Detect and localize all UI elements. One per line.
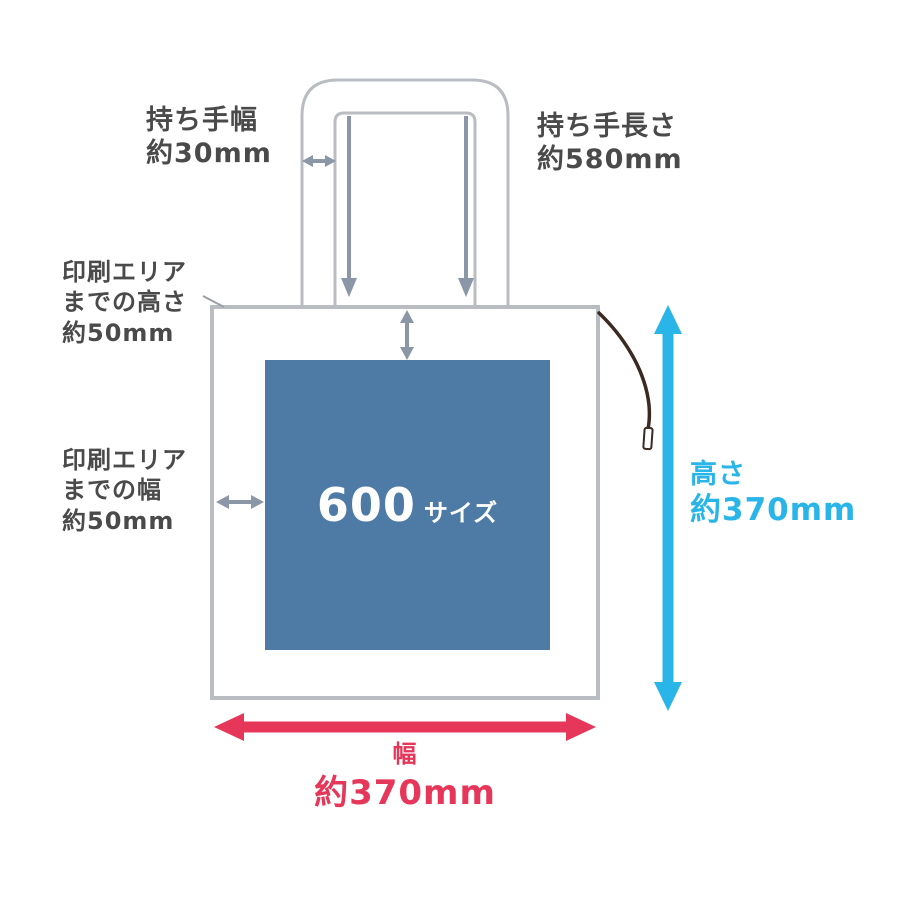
bag-height-arrow-icon — [654, 305, 682, 711]
hang-string-icon — [597, 311, 654, 451]
bag-width-label-line2: 約370mm — [314, 772, 496, 813]
print-offset-top-label-line1: 印刷エリア — [62, 258, 187, 286]
handle-width-label: 持ち手幅 約30mm — [146, 104, 272, 171]
bag-height-label: 高さ 約370mm — [690, 458, 856, 530]
print-area: 600 サイズ — [265, 360, 550, 650]
handle-width-label-line2: 約30mm — [146, 138, 272, 170]
print-offset-top-arrow-icon — [400, 310, 414, 360]
leader-line — [202, 295, 225, 308]
bag-height-label-line2: 約370mm — [690, 492, 857, 529]
print-area-size-unit: サイズ — [423, 499, 499, 527]
print-offset-side-arrow-icon — [216, 495, 264, 509]
handle-length-label-line1: 持ち手長さ — [537, 111, 677, 142]
handle-length-label-line2: 約580mm — [537, 144, 683, 176]
bag-width-label-line1: 幅 — [392, 740, 418, 768]
print-offset-top-label-line3: 約50mm — [62, 318, 175, 347]
print-offset-top-label-line2: までの高さ — [62, 288, 187, 317]
print-area-size: 600 サイズ — [317, 478, 498, 532]
bag-handle — [300, 78, 510, 311]
handle-width-arrow-icon — [302, 155, 336, 167]
print-offset-side-label-line1: 印刷エリア — [62, 446, 187, 474]
print-area-size-number: 600 — [316, 478, 416, 532]
print-offset-side-label: 印刷エリア までの幅 約50mm — [62, 445, 187, 536]
handle-width-label-line1: 持ち手幅 — [146, 105, 258, 136]
print-offset-side-label-line3: 約50mm — [62, 506, 175, 535]
bag-width-label: 幅 約370mm — [285, 740, 525, 814]
handle-length-arrows-icon — [341, 116, 474, 297]
bag-height-label-line1: 高さ — [690, 459, 746, 490]
print-offset-side-label-line2: までの幅 — [62, 476, 162, 505]
handle-length-label: 持ち手長さ 約580mm — [537, 110, 683, 177]
print-offset-top-label: 印刷エリア までの高さ 約50mm — [62, 257, 187, 348]
bag-width-arrow-icon — [214, 713, 596, 741]
